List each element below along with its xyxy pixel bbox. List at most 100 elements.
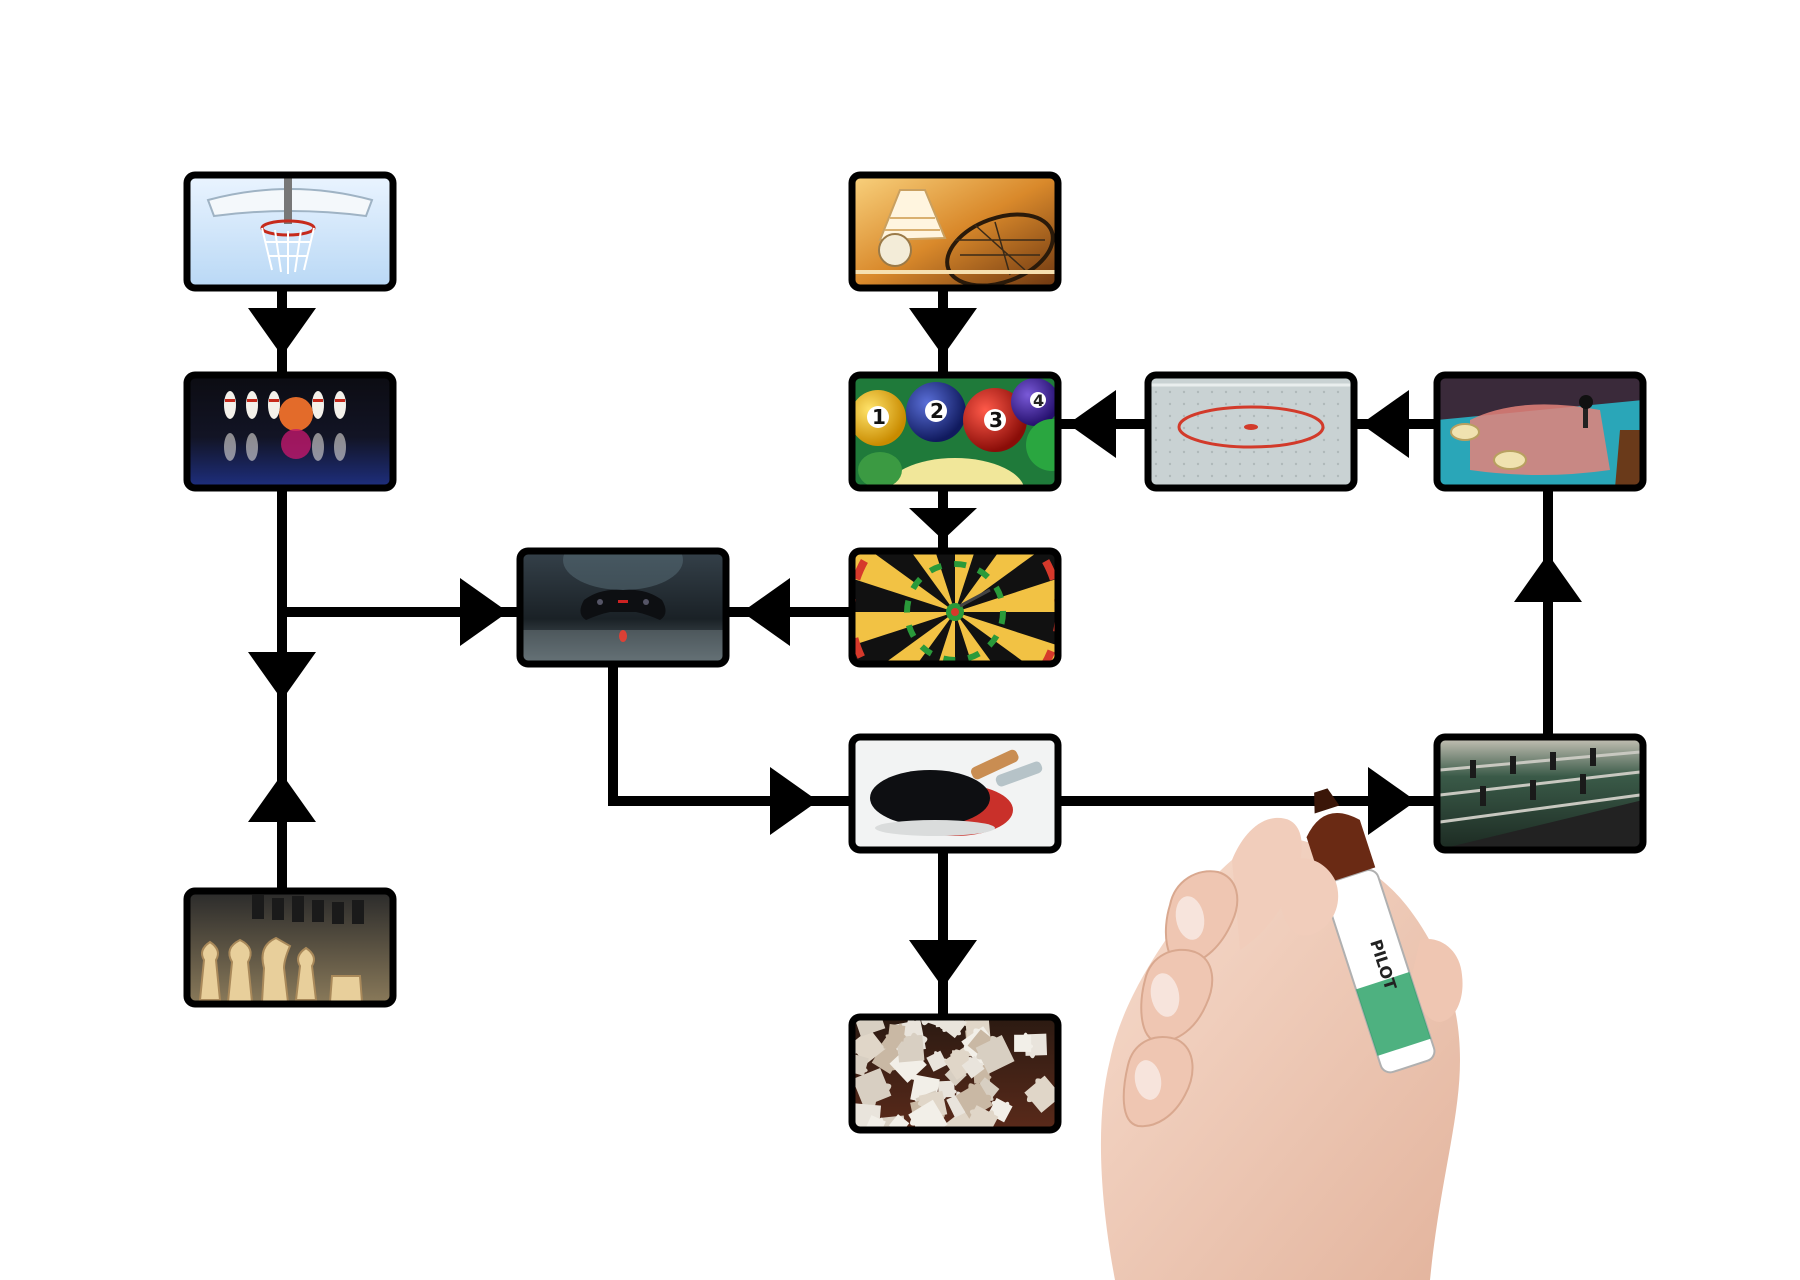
- node-darts: [848, 547, 1062, 668]
- air-hole: [1168, 438, 1172, 442]
- air-hole: [1322, 438, 1326, 442]
- air-hole: [1294, 426, 1298, 430]
- air-hole: [1168, 450, 1172, 454]
- arrow-down-icon: [909, 508, 977, 540]
- air-hole: [1182, 402, 1186, 406]
- air-hole: [1168, 426, 1172, 430]
- air-hole: [1252, 390, 1256, 394]
- dartboard-wedge: [852, 612, 955, 664]
- puzzle-piece: [975, 1034, 1015, 1074]
- air-hole: [1336, 402, 1340, 406]
- node-foosball: [1433, 733, 1647, 854]
- air-hole: [1252, 450, 1256, 454]
- air-hole: [1168, 402, 1172, 406]
- arrow-left-icon: [1361, 390, 1409, 458]
- node-bowling: [183, 371, 397, 492]
- air-hole: [1196, 450, 1200, 454]
- air-hole: [1322, 462, 1326, 466]
- arrow-down-icon: [248, 652, 316, 700]
- node-frame: [1144, 371, 1358, 492]
- air-hole: [1168, 414, 1172, 418]
- air-hole: [1182, 474, 1186, 478]
- air-hole: [1224, 414, 1228, 418]
- air-hole: [1336, 450, 1340, 454]
- air-hole: [1322, 474, 1326, 478]
- air-hole: [1238, 438, 1242, 442]
- air-hole: [1280, 426, 1284, 430]
- node-frame: [1433, 733, 1647, 854]
- air-hole: [1210, 390, 1214, 394]
- air-hole: [1336, 474, 1340, 478]
- puzzle-piece: [852, 1067, 892, 1107]
- air-hole: [1238, 450, 1242, 454]
- air-hole: [1294, 390, 1298, 394]
- air-hole: [1210, 462, 1214, 466]
- arrow-up-icon: [248, 774, 316, 822]
- air-hole: [1196, 414, 1200, 418]
- chess-pieces-icon: [187, 891, 393, 1004]
- air-hole: [1224, 426, 1228, 430]
- air-hole: [1266, 474, 1270, 478]
- air-hole: [1238, 390, 1242, 394]
- air-hole: [1308, 474, 1312, 478]
- air-hole: [1280, 402, 1284, 406]
- air-hole: [1280, 474, 1284, 478]
- node-frame: [848, 1013, 1062, 1134]
- air-hole: [1294, 462, 1298, 466]
- air-hole: [1280, 462, 1284, 466]
- node-gamepad: [516, 547, 730, 668]
- air-hole: [1336, 462, 1340, 466]
- node-arcade: [1433, 371, 1647, 492]
- node-frame: [848, 547, 1062, 668]
- node-frame: [848, 733, 1062, 854]
- arrow-down-icon: [909, 940, 977, 988]
- arrow-right-icon: [460, 578, 508, 646]
- node-frame: [183, 371, 397, 492]
- air-hole: [1168, 462, 1172, 466]
- node-air-hockey: [1144, 371, 1358, 492]
- air-hole: [1224, 402, 1228, 406]
- air-hole: [1224, 390, 1228, 394]
- air-hole: [1308, 390, 1312, 394]
- gamepad-icon: [520, 551, 726, 664]
- edge-gamepad-tabletennis: [608, 666, 849, 806]
- basketball-hoop-icon: [187, 175, 393, 288]
- air-hole: [1266, 426, 1270, 430]
- air-hole: [1210, 426, 1214, 430]
- arrow-left-icon: [742, 578, 790, 646]
- air-hole: [1252, 438, 1256, 442]
- air-hole: [1210, 402, 1214, 406]
- air-hole: [1154, 450, 1158, 454]
- puzzle-piece: [965, 1105, 999, 1130]
- ball-number-3: 3: [989, 408, 1003, 432]
- air-hole: [1294, 450, 1298, 454]
- air-hole: [1280, 414, 1284, 418]
- puzzle-piece: [881, 1032, 903, 1053]
- node-frame: [848, 171, 1062, 292]
- air-hole: [1196, 426, 1200, 430]
- air-hole: [1154, 438, 1158, 442]
- air-hole: [1196, 462, 1200, 466]
- node-frame: [848, 371, 1062, 492]
- air-hole: [1308, 426, 1312, 430]
- air-hole: [1154, 426, 1158, 430]
- air-hole: [1266, 402, 1270, 406]
- air-hole: [1322, 414, 1326, 418]
- air-hole: [1210, 450, 1214, 454]
- air-hole: [1238, 414, 1242, 418]
- air-hole: [1182, 450, 1186, 454]
- air-hole: [1336, 426, 1340, 430]
- node-chess: [183, 887, 397, 1008]
- air-hole: [1308, 402, 1312, 406]
- air-hole: [1336, 414, 1340, 418]
- billiard-balls-icon: 1 2 3 4: [852, 375, 1058, 488]
- air-hole: [1322, 402, 1326, 406]
- air-hole: [1238, 426, 1242, 430]
- hand-with-marker: PILOT: [1100, 788, 1463, 1280]
- air-hole: [1196, 402, 1200, 406]
- air-hole: [1182, 438, 1186, 442]
- air-hole: [1294, 414, 1298, 418]
- air-hole: [1196, 390, 1200, 394]
- arrow-right-icon: [1368, 767, 1416, 835]
